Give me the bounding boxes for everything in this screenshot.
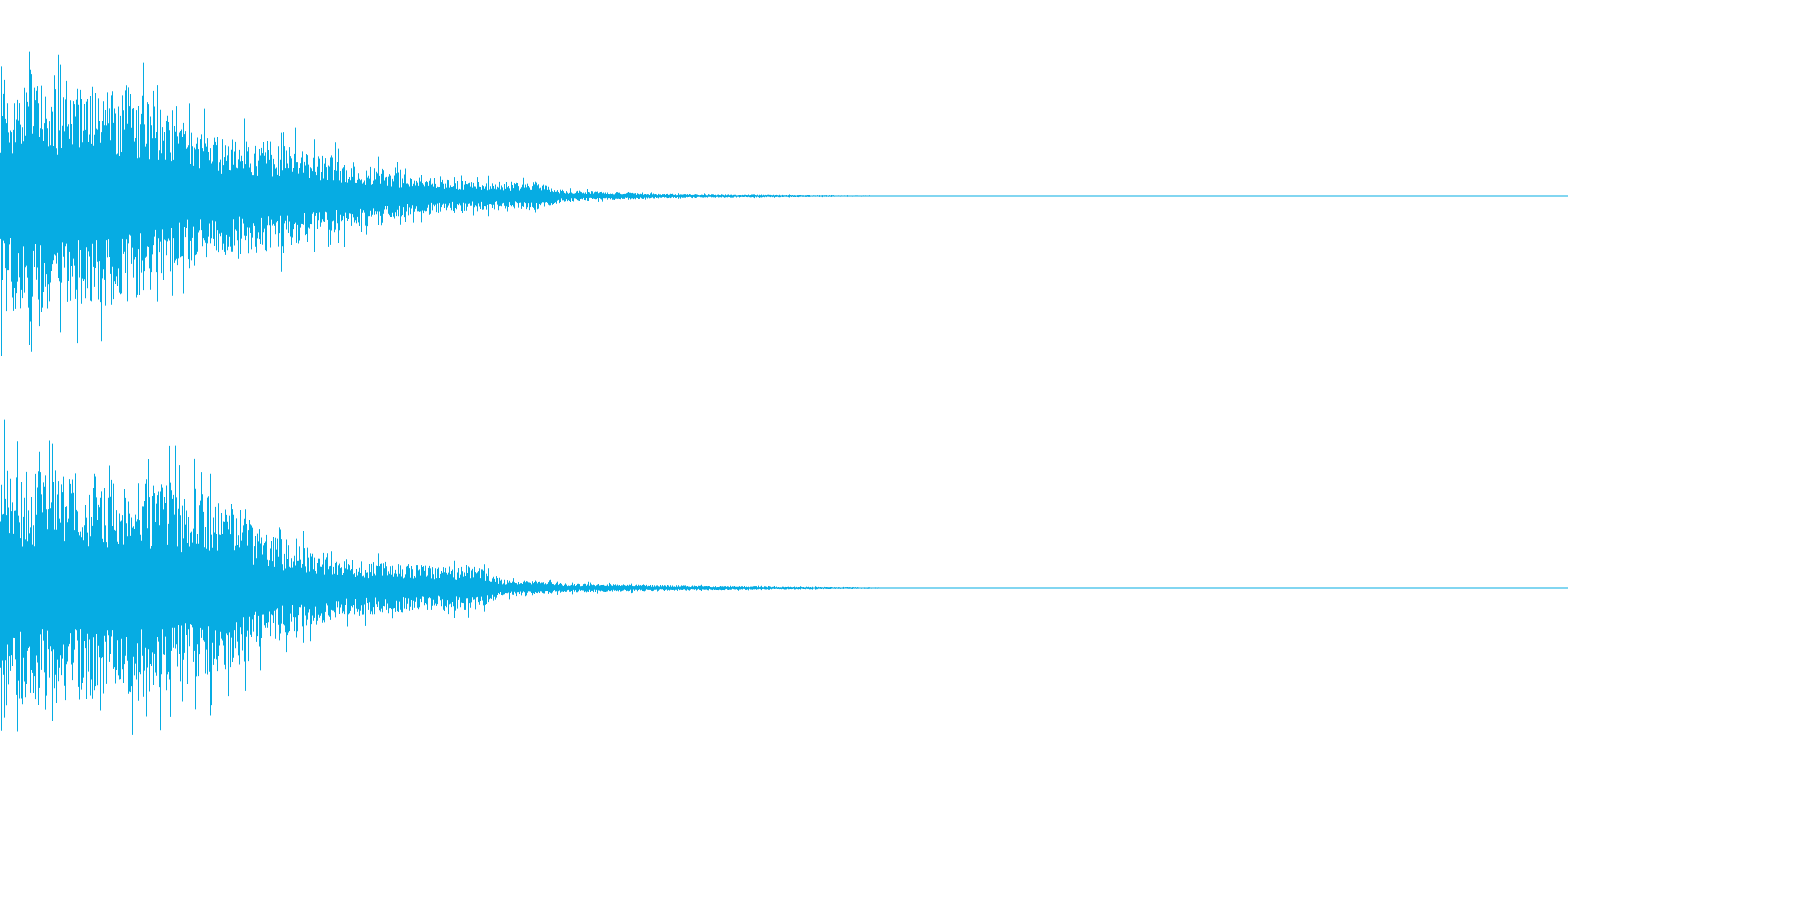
waveform-channel-1 — [0, 0, 1568, 392]
waveform-channel-2-svg — [0, 419, 1568, 735]
waveform-view — [0, 0, 1568, 784]
waveform-trace — [0, 51, 1568, 356]
waveform-trace — [0, 419, 1568, 735]
waveform-channel-1-svg — [0, 51, 1568, 356]
waveform-channel-2 — [0, 392, 1568, 784]
